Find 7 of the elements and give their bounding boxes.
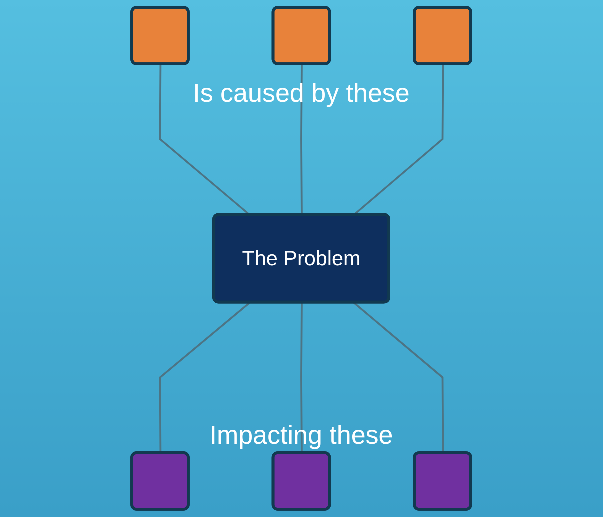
- connector: [159, 302, 251, 454]
- connector: [353, 64, 444, 216]
- annotation-text: Impacting these: [210, 420, 394, 451]
- connector: [159, 64, 251, 216]
- annotation-text: Is caused by these: [193, 78, 410, 109]
- connector: [300, 302, 303, 454]
- connector: [353, 302, 444, 454]
